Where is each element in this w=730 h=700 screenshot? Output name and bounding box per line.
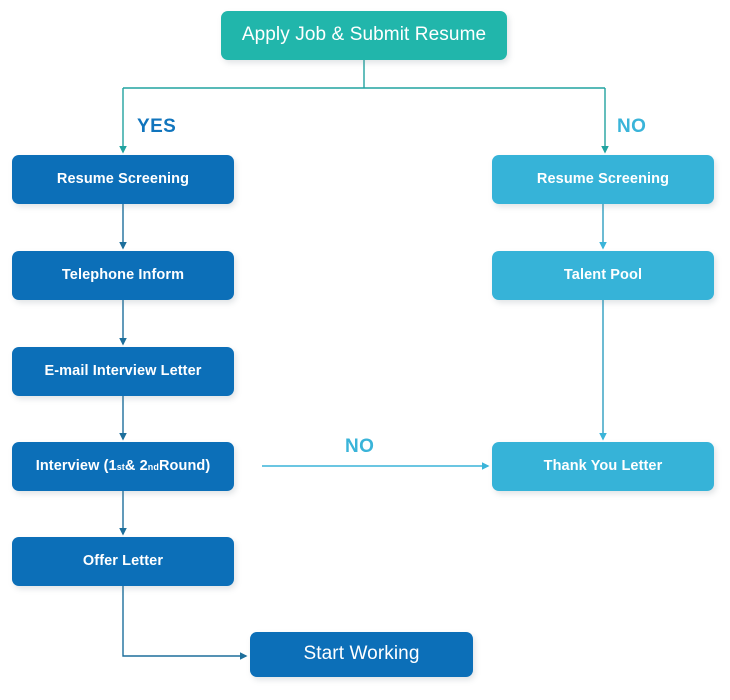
node-resume-screening-no[interactable]: Resume Screening: [492, 155, 714, 204]
node-telephone-inform[interactable]: Telephone Inform: [12, 251, 234, 300]
node-start-working[interactable]: Start Working: [250, 632, 473, 677]
branch-label-no-middle: NO: [345, 436, 375, 457]
branch-label-yes: YES: [137, 116, 177, 137]
node-email-interview-letter[interactable]: E-mail Interview Letter: [12, 347, 234, 396]
edge-offer-to-start-working: [122, 586, 248, 660]
node-thank-you-letter[interactable]: Thank You Letter: [492, 442, 714, 491]
node-offer-letter[interactable]: Offer Letter: [12, 537, 234, 586]
interview-label-part-1: Interview (1: [35, 457, 117, 474]
interview-label-part-2: & 2: [124, 457, 148, 474]
node-resume-screening-yes[interactable]: Resume Screening: [12, 155, 234, 204]
node-apply-job-submit-resume[interactable]: Apply Job & Submit Resume: [221, 11, 507, 60]
interview-label-part-3: Round): [158, 457, 211, 474]
branch-label-no-top: NO: [617, 116, 647, 137]
node-talent-pool[interactable]: Talent Pool: [492, 251, 714, 300]
